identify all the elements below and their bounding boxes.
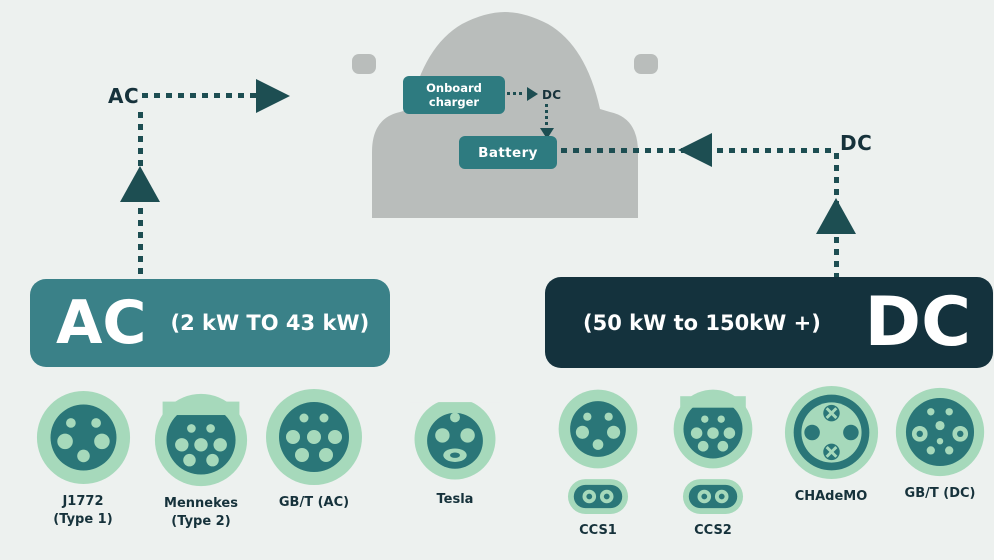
onboard-charger-box: Onboard charger [403, 76, 505, 114]
dc-banner-range: (50 kW to 150kW +) [583, 310, 821, 335]
ac-up-arrowhead-icon [120, 166, 160, 202]
ccs2-icon [673, 389, 753, 469]
left-mirror-icon [352, 54, 376, 74]
dc-flow-label: DC [840, 131, 873, 155]
connector-gbt-dc: GB/T (DC) [890, 386, 990, 503]
dc-small-label: DC [542, 88, 562, 102]
right-edge-strip [994, 0, 1000, 560]
battery-box: Battery [459, 136, 557, 169]
dc-to-battery-line [545, 104, 548, 128]
connector-label: CHAdeMO [794, 489, 868, 504]
ac-banner: AC (2 kW TO 43 kW) [30, 279, 390, 367]
ac-banner-range: (2 kW TO 43 kW) [170, 311, 370, 335]
connector-chademo: CHAdeMO [778, 384, 884, 506]
connector-gbt-ac: GB/T (AC) [258, 387, 370, 512]
connector-j1772: J1772 (Type 1) [28, 389, 138, 528]
car-silhouette-icon [352, 12, 658, 218]
dc-arrowhead-icon [678, 133, 712, 167]
connector-label: GB/T (AC) [278, 495, 350, 510]
onboard-dc-arrowhead-icon [527, 87, 538, 101]
connector-label: J1772 (Type 1) [53, 494, 113, 527]
connector-ccs2: CCS2 [665, 388, 761, 540]
ac-banner-title: AC [56, 288, 147, 358]
chademo-icon [784, 385, 878, 480]
dc-down-arrowhead-icon [540, 128, 554, 139]
dc-banner: (50 kW to 150kW +) DC [545, 277, 993, 368]
dc-banner-title: DC [864, 282, 971, 362]
dc-up-arrowhead-icon [816, 198, 856, 234]
connector-label: Mennekes (Type 2) [164, 496, 238, 529]
right-mirror-icon [634, 54, 658, 74]
connector-label: CCS2 [694, 523, 732, 538]
ccs1-icon [558, 389, 638, 469]
ccs2-dc-pins-icon [682, 479, 744, 514]
ac-flow-line [142, 93, 258, 98]
mennekes-icon [154, 393, 248, 487]
ccs1-dc-pins-icon [567, 479, 629, 514]
j1772-icon [36, 390, 130, 485]
ac-arrowhead-icon [256, 79, 290, 113]
connector-tesla: Tesla [400, 394, 510, 509]
connector-label: GB/T (DC) [904, 486, 976, 501]
ac-flow-label: AC [108, 84, 140, 108]
connector-label: Tesla [436, 492, 474, 507]
tesla-icon [410, 394, 500, 480]
connector-ccs1: CCS1 [550, 388, 646, 540]
connector-label: CCS1 [579, 523, 617, 538]
gbt-ac-icon [266, 389, 362, 485]
onboard-dc-line [507, 92, 525, 95]
connector-mennekes: Mennekes (Type 2) [146, 392, 256, 530]
gbt-dc-icon [895, 387, 985, 477]
